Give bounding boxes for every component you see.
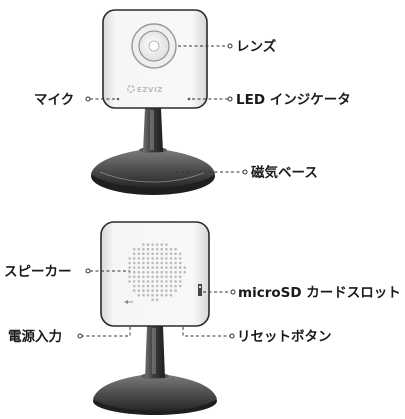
brand-logo: EZVIZ bbox=[127, 85, 163, 94]
speaker-callout: スピーカー bbox=[4, 264, 130, 280]
label-reset: リセットボタン bbox=[237, 329, 332, 345]
power-callout: 電源入力 bbox=[8, 327, 131, 345]
sd-callout: microSD カードスロット bbox=[203, 285, 401, 301]
back-magnetic-base bbox=[93, 373, 217, 415]
speaker-grille bbox=[128, 243, 187, 302]
lens-callout: レンズ bbox=[178, 38, 277, 55]
front-view: EZVIZ レンズ マイク LED インジケータ 磁気ベース bbox=[34, 9, 351, 195]
reset-callout: リセットボタン bbox=[182, 327, 332, 345]
mic-hole bbox=[116, 97, 120, 101]
base-callout: 磁気ベース bbox=[176, 164, 318, 181]
label-base: 磁気ベース bbox=[251, 164, 318, 181]
back-camera-body bbox=[100, 221, 210, 327]
brand-logo-text: EZVIZ bbox=[137, 86, 163, 94]
led-callout: LED インジケータ bbox=[192, 92, 351, 108]
front-camera-body: EZVIZ bbox=[102, 9, 208, 109]
front-magnetic-base bbox=[91, 147, 215, 195]
label-mic: マイク bbox=[34, 92, 74, 108]
mic-callout: マイク bbox=[34, 92, 116, 108]
back-view: スピーカー microSD カードスロット 電源入力 リセットボタン bbox=[4, 221, 401, 415]
label-lens: レンズ bbox=[236, 38, 277, 55]
label-power: 電源入力 bbox=[8, 328, 62, 345]
sd-card-slot bbox=[198, 284, 202, 296]
front-stand-neck bbox=[143, 108, 163, 152]
led-indicator bbox=[187, 97, 191, 101]
back-stand-neck bbox=[145, 326, 165, 378]
label-speaker: スピーカー bbox=[4, 264, 72, 280]
label-sd-slot: microSD カードスロット bbox=[238, 285, 401, 301]
label-led: LED インジケータ bbox=[236, 92, 351, 108]
